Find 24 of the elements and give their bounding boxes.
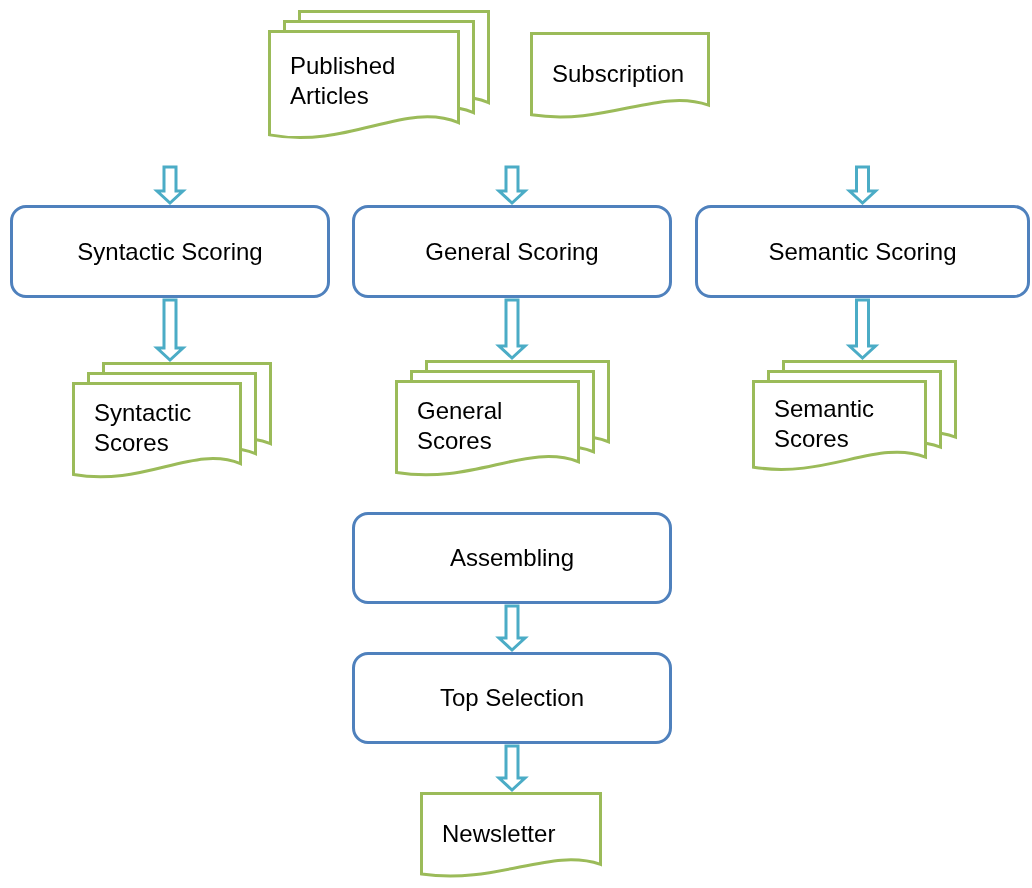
process-box xyxy=(352,512,672,604)
process-box xyxy=(352,205,672,298)
node-label: Subscription xyxy=(552,59,686,90)
hollow-arrow xyxy=(495,604,529,653)
node-label: Semantic Scores xyxy=(774,393,876,454)
node-label: Semantic Scoring xyxy=(768,236,957,267)
hollow-arrow xyxy=(495,298,529,361)
hollow-arrow xyxy=(495,744,529,793)
node-label: Top Selection xyxy=(439,683,585,713)
node-label: Published Articles xyxy=(290,50,397,111)
hollow-arrow xyxy=(495,165,529,206)
process-box xyxy=(695,205,1030,298)
hollow-arrow xyxy=(153,298,187,363)
node-label: General Scoring xyxy=(425,236,599,267)
node-label: Newsletter xyxy=(442,818,557,849)
process-box xyxy=(10,205,330,298)
hollow-arrow xyxy=(153,165,187,206)
hollow-arrow xyxy=(845,165,880,206)
process-box xyxy=(352,652,672,744)
hollow-arrow xyxy=(845,298,880,361)
node-label: Assembling xyxy=(449,543,575,573)
node-label: Syntactic Scores xyxy=(94,398,193,459)
node-label: General Scores xyxy=(417,396,504,457)
node-label: Syntactic Scoring xyxy=(77,236,263,267)
